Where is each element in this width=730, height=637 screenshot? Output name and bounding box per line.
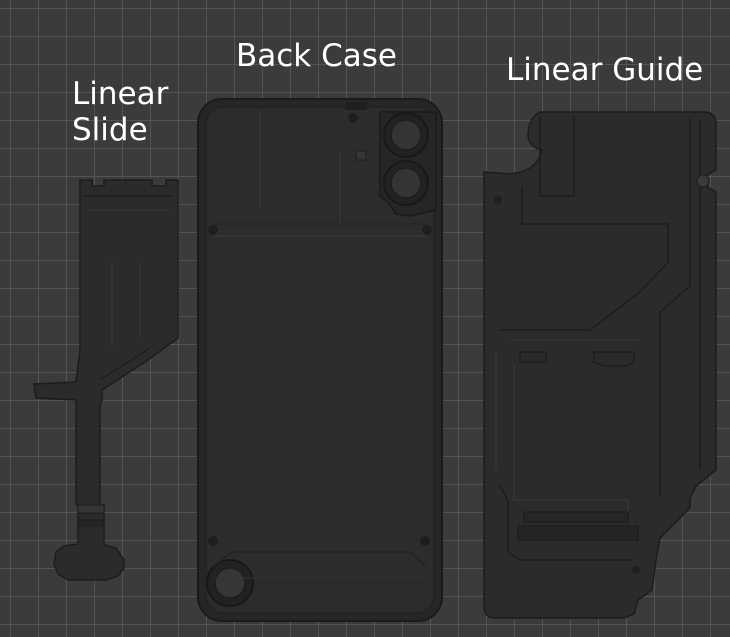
linear-guide-label: Linear Guide [506,52,704,88]
back-case-label: Back Case [236,38,397,74]
linear-slide-label: Linear Slide [72,76,169,148]
linear-guide-part[interactable] [483,111,717,619]
linear-slide-part[interactable] [33,179,179,581]
back-case-part[interactable] [197,98,443,622]
